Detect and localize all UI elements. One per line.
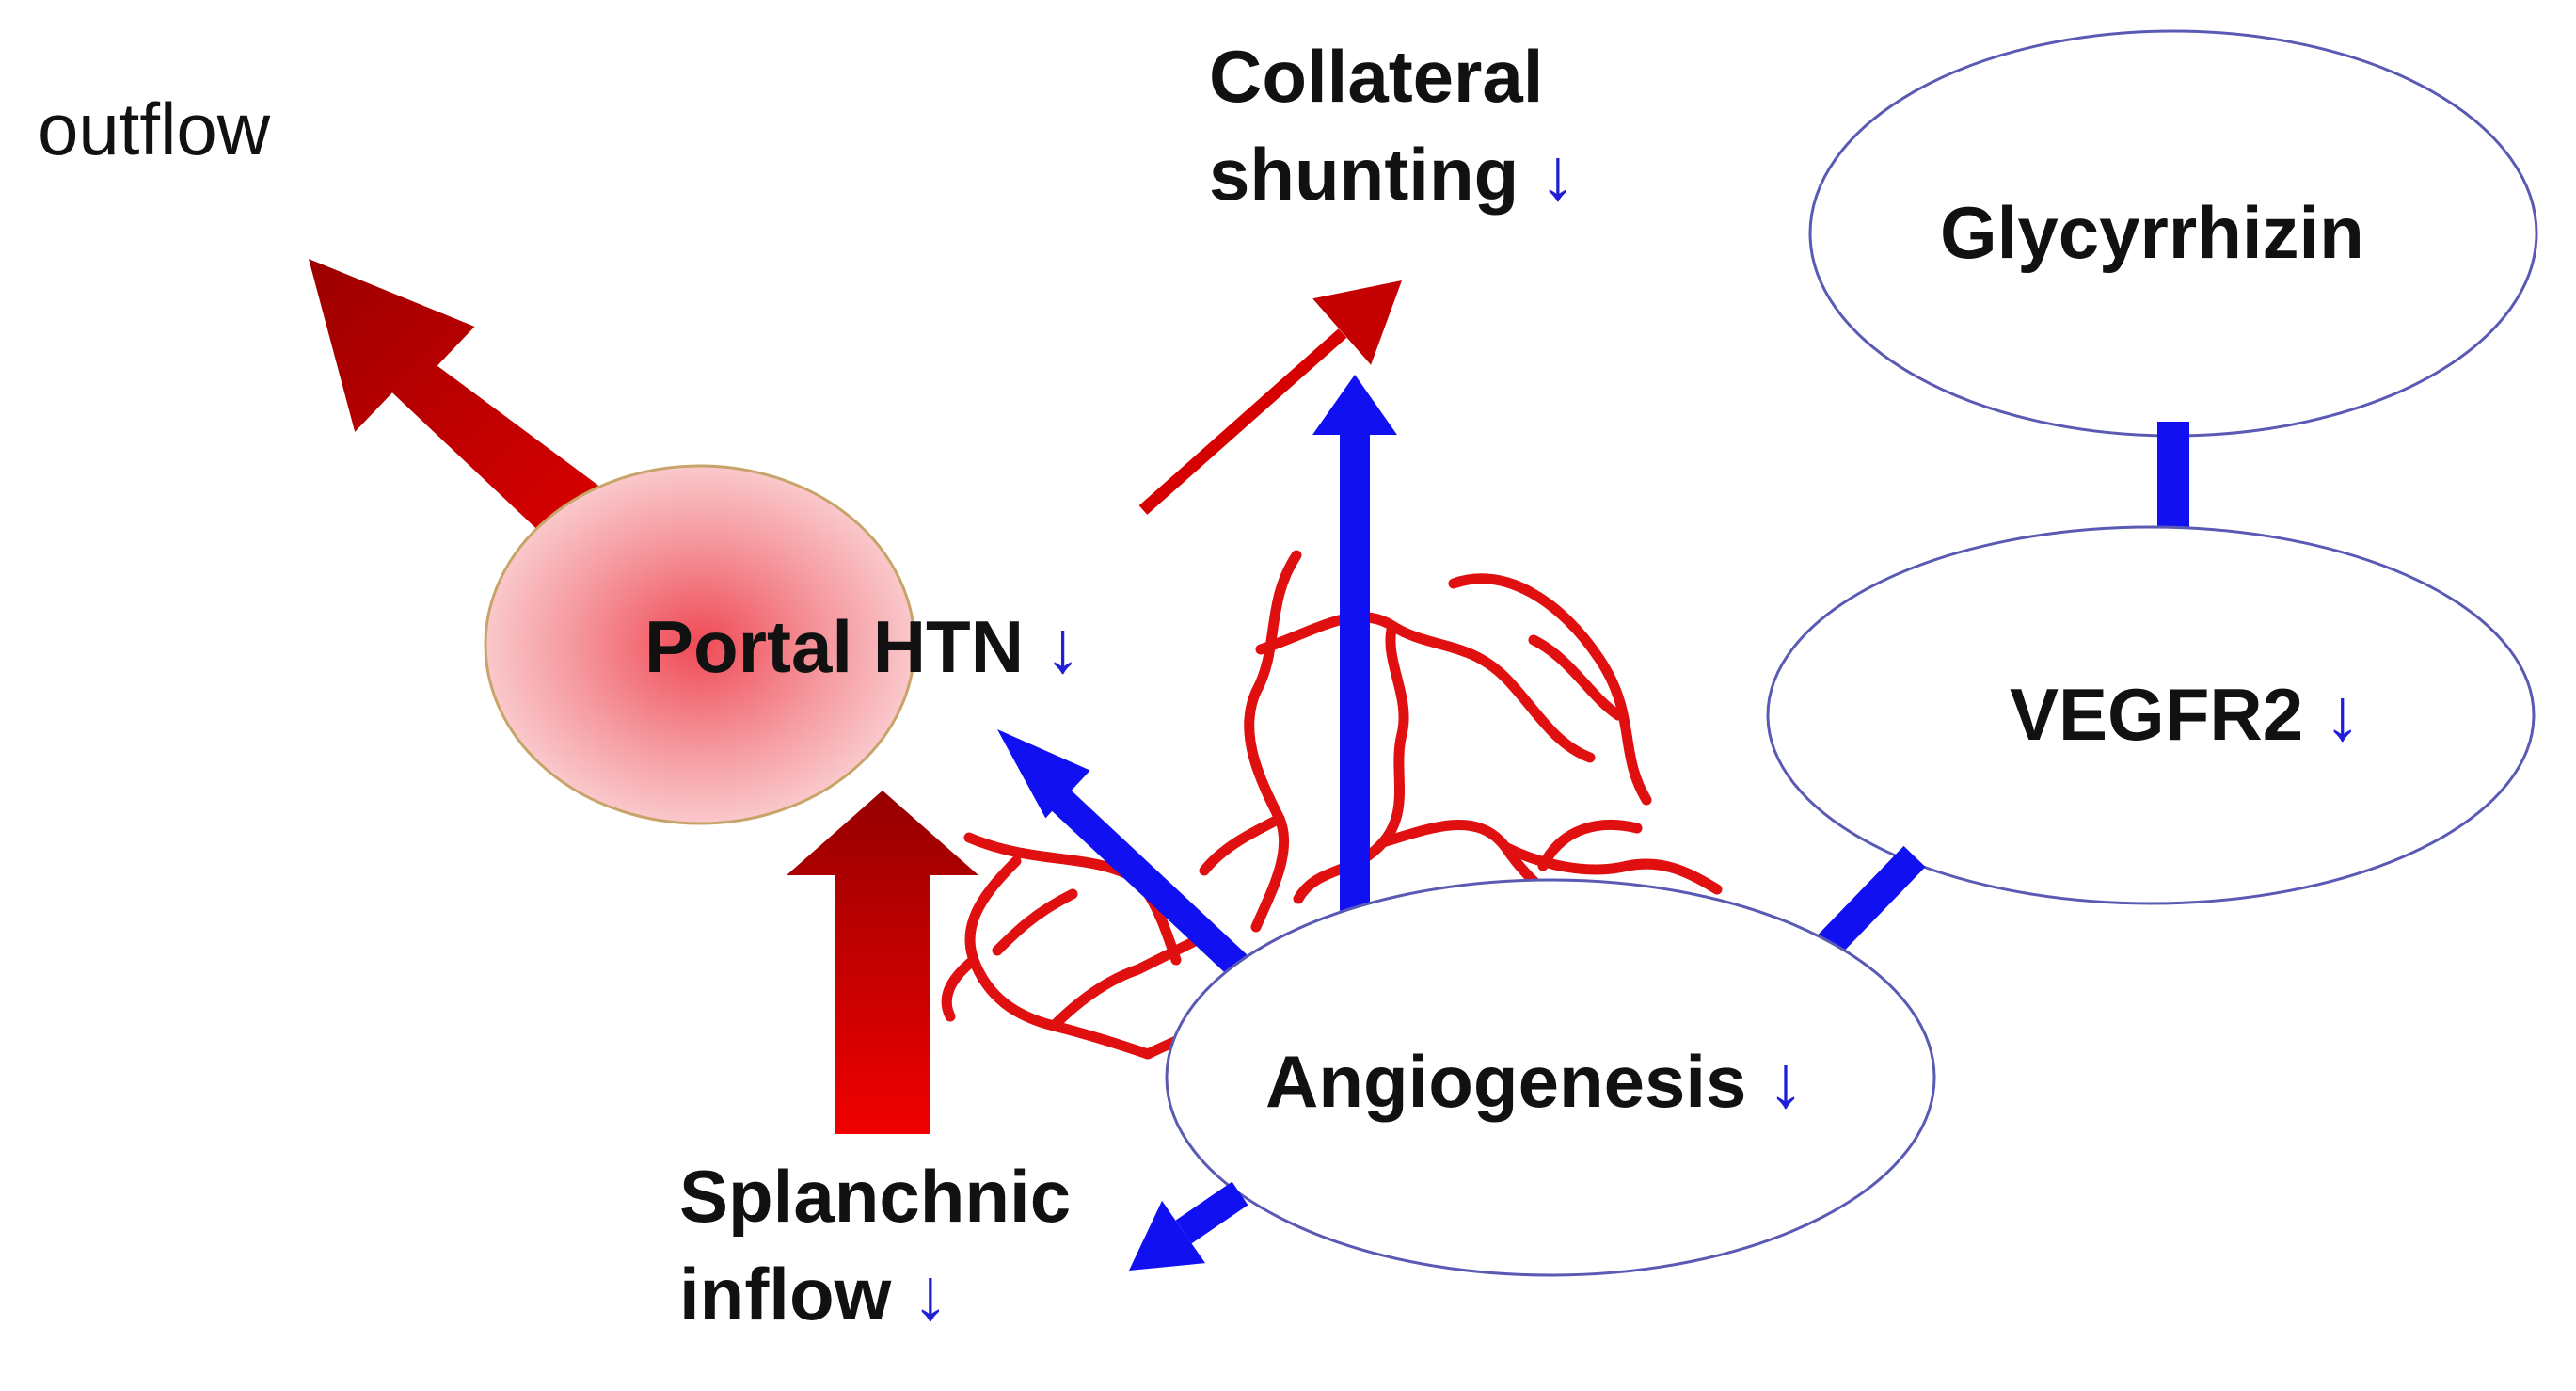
down-arrow-icon: ↓ <box>1044 605 1082 688</box>
vessel-network <box>941 550 1723 1060</box>
down-arrow-icon: ↓ <box>912 1253 949 1335</box>
splanchnic-line2-row: inflow↓ <box>679 1257 1071 1331</box>
down-arrow-icon: ↓ <box>2324 673 2361 756</box>
splanchnic-line2: inflow <box>679 1253 892 1335</box>
vegfr2-text: VEGFR2 <box>2010 673 2304 756</box>
glycyrrhizin-text: Glycyrrhizin <box>1940 191 2364 274</box>
angiogenesis-text: Angiogenesis <box>1265 1040 1747 1123</box>
angiogenesis-to-portal-line <box>1043 783 1252 980</box>
angiogenesis-label: Angiogenesis↓ <box>1265 1045 1804 1118</box>
collateral-line2: shunting <box>1209 133 1519 216</box>
splanchnic-inflow-label: Splanchnic inflow↓ <box>679 1159 1071 1331</box>
outflow-text: outflow <box>38 88 271 170</box>
down-arrow-icon: ↓ <box>1767 1040 1805 1123</box>
outflow-arrow <box>309 259 628 564</box>
collateral-line1: Collateral <box>1209 35 1544 118</box>
angiogenesis-node <box>1165 878 1936 1277</box>
glycyrrhizin-label: Glycyrrhizin <box>1940 196 2364 269</box>
collateral-shunt-arrowhead <box>1312 280 1402 365</box>
collateral-line2-row: shunting↓ <box>1209 137 1576 211</box>
vegfr2-label: VEGFR2↓ <box>2010 678 2361 751</box>
angiogenesis-to-splanchnic-line <box>1175 1181 1248 1244</box>
collateral-shunt-line <box>1138 328 1347 515</box>
portal-htn-label: Portal HTN↓ <box>644 610 1081 683</box>
outflow-label: outflow <box>38 92 270 166</box>
splanchnic-line1: Splanchnic <box>679 1155 1072 1238</box>
vegfr2-node <box>1766 525 2536 905</box>
portal-htn-node <box>484 464 916 825</box>
angiogenesis-to-splanchnic-arrowhead <box>1129 1200 1205 1271</box>
splanchnic-inflow-arrow <box>787 791 978 1134</box>
angiogenesis-to-portal-arrowhead <box>997 729 1090 819</box>
portal-htn-text: Portal HTN <box>644 605 1025 688</box>
down-arrow-icon: ↓ <box>1539 133 1577 216</box>
collateral-shunting-label: Collateral shunting↓ <box>1209 40 1576 211</box>
angiogenesis-to-collateral-arrowhead <box>1312 375 1397 435</box>
